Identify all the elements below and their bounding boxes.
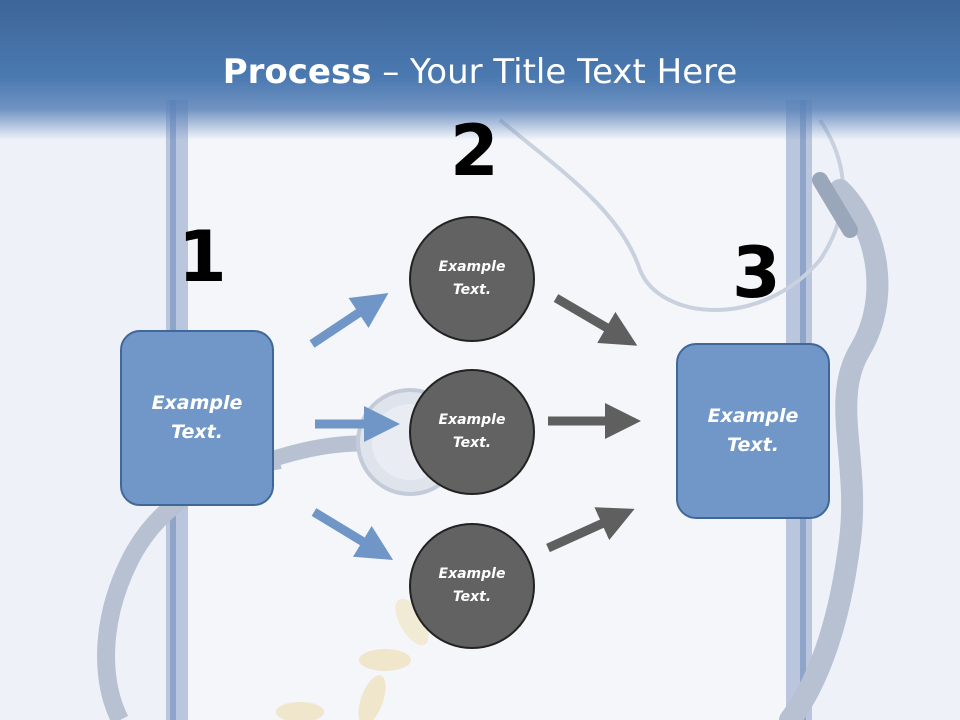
slide-title: Process – Your Title Text Here: [0, 52, 960, 92]
title-band: [0, 0, 960, 140]
step-3-box-text: Example Text.: [707, 405, 799, 456]
arrow-top-to-right: [553, 294, 638, 346]
step-number-2: 2: [450, 110, 499, 192]
step-3-box: Example Text.: [676, 343, 830, 519]
arrow-bottom-to-right: [546, 507, 635, 553]
arrow-left-to-bottom: [311, 508, 394, 561]
circle-middle-text: Example Text.: [438, 412, 506, 451]
title-bold-text: Process: [222, 52, 372, 92]
circle-bottom-text: Example Text.: [438, 566, 506, 605]
step-1-box-text: Example Text.: [151, 392, 243, 443]
step-number-3: 3: [732, 232, 781, 314]
step-2-circle-top: Example Text.: [409, 216, 535, 342]
step-2-circle-bottom: Example Text.: [409, 523, 535, 649]
arrow-left-to-top: [309, 293, 389, 348]
step-2-circle-middle: Example Text.: [409, 369, 535, 495]
step-1-box: Example Text.: [120, 330, 274, 506]
step-number-1: 1: [178, 216, 227, 298]
title-rest-text: – Your Title Text Here: [371, 52, 738, 92]
circle-top-text: Example Text.: [438, 259, 506, 298]
